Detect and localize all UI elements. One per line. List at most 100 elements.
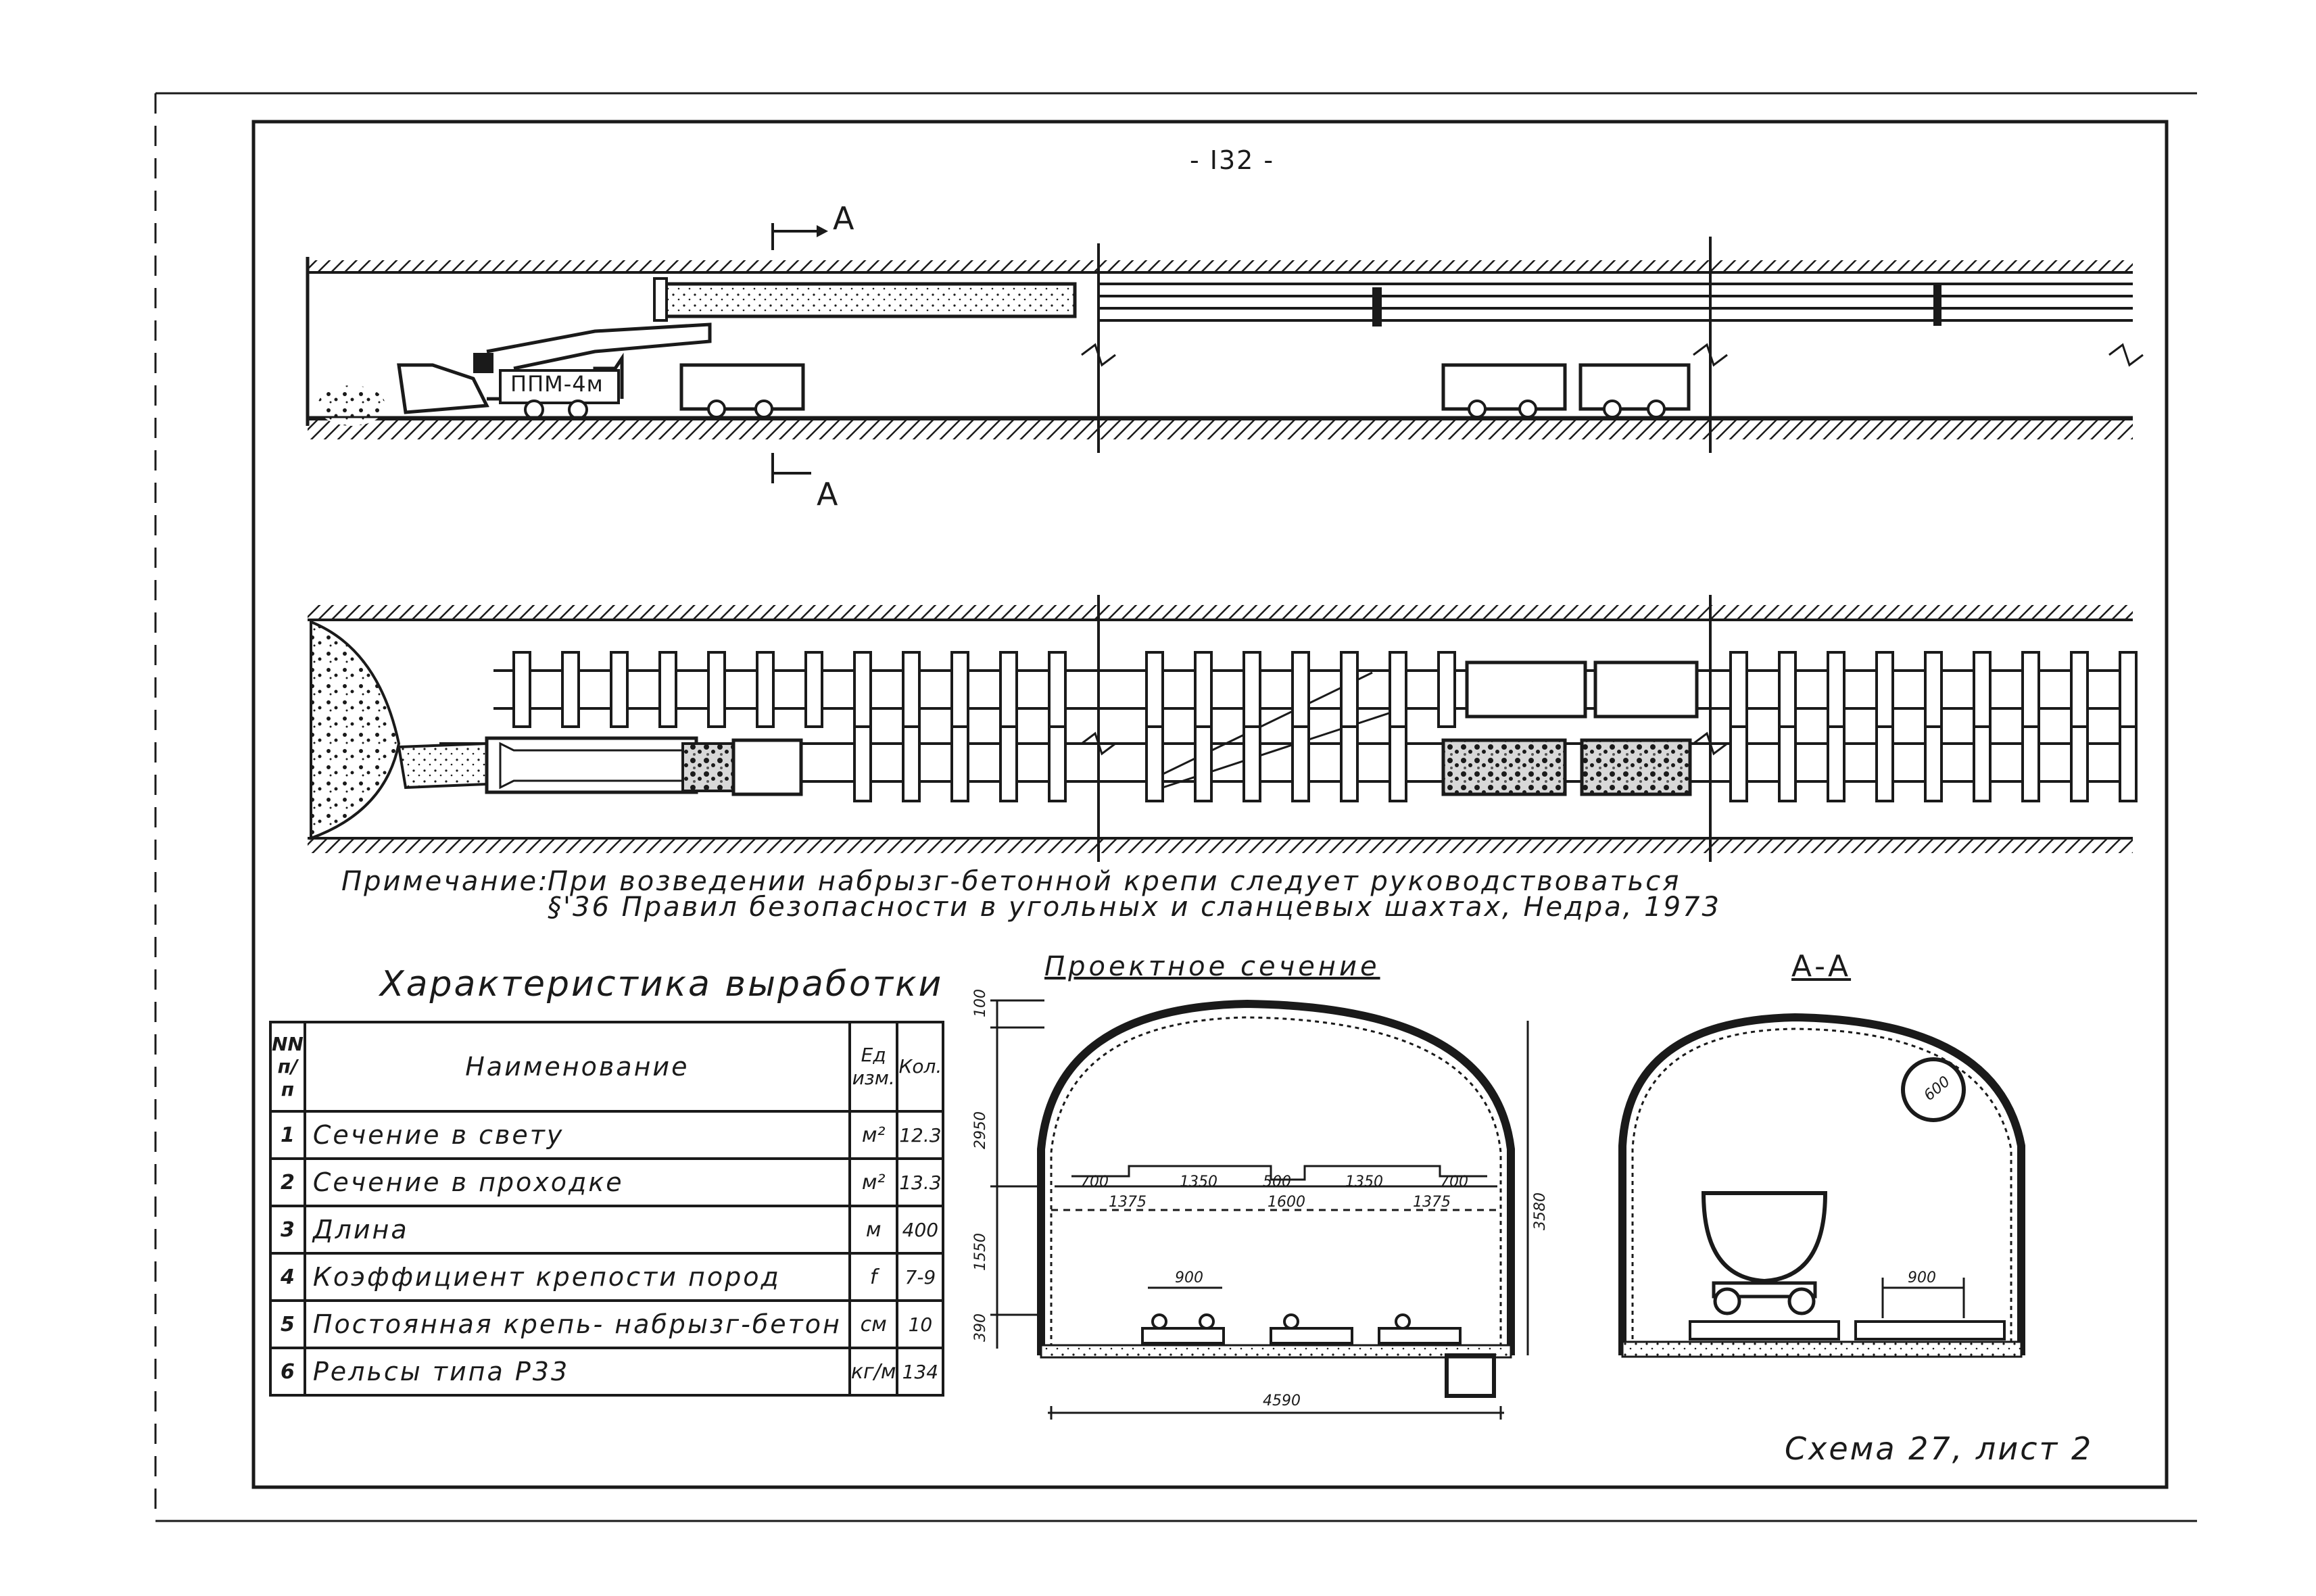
rail-sleeper <box>512 651 531 728</box>
rail-sleeper <box>2119 651 2138 728</box>
row-name: Сечение в проходке <box>303 1157 851 1207</box>
page-number: - I32 - <box>1190 145 1275 175</box>
dim-gauge: 900 <box>1175 1269 1203 1286</box>
rail-sleeper <box>1291 651 1310 728</box>
row-qty: 10 <box>896 1299 945 1349</box>
rail-sleeper <box>1827 725 1845 802</box>
rail-sleeper <box>1194 725 1213 802</box>
rail-sleeper <box>1243 651 1261 728</box>
rail-sleeper <box>561 651 580 728</box>
rail-sleeper <box>1875 651 1894 728</box>
rail-sleeper <box>1340 651 1359 728</box>
dim-right-clear: 700 <box>1440 1174 1468 1190</box>
rail-sleeper <box>853 651 872 728</box>
section-marker-bottom: A <box>817 476 838 512</box>
row-qty: 134 <box>896 1347 945 1397</box>
dim-left-axis: 1375 <box>1109 1194 1147 1211</box>
rail-sleeper <box>1729 651 1748 728</box>
rail-sleeper <box>1389 651 1407 728</box>
note-line-1: При возведении набрызг-бетонной крепи сл… <box>548 866 1681 897</box>
rail-sleeper <box>1778 651 1797 728</box>
row-qty: 12.3 <box>896 1110 945 1160</box>
rail-sleeper <box>2021 725 2040 802</box>
row-unit: f <box>848 1252 899 1302</box>
row-unit: м² <box>848 1110 899 1160</box>
row-qty: 400 <box>896 1205 945 1255</box>
row-qty: 13.3 <box>896 1157 945 1207</box>
rail-sleeper <box>999 725 1018 802</box>
table-title: Характеристика выработки <box>380 964 944 1005</box>
section-marker-top: A <box>833 200 854 237</box>
rail-sleeper <box>853 725 872 802</box>
sheet-frame <box>154 92 2197 1522</box>
rail-sleeper <box>1145 651 1164 728</box>
dim-top: 100 <box>972 989 989 1017</box>
header-qty: Кол. <box>896 1021 945 1113</box>
row-num: 6 <box>269 1347 306 1397</box>
rail-sleeper <box>1048 725 1067 802</box>
rail-sleeper <box>2070 651 2089 728</box>
dim-aa-gauge: 900 <box>1908 1269 1936 1286</box>
table-row: 4 Коэффициент крепости пород f 7-9 <box>269 1252 945 1302</box>
loader-label: ППМ-4м <box>510 371 604 397</box>
rail-sleeper <box>1048 651 1067 728</box>
rail-sleeper <box>1437 651 1456 728</box>
dim-left-clear: 700 <box>1080 1174 1109 1190</box>
rail-sleeper <box>902 651 921 728</box>
rail-sleeper <box>707 651 726 728</box>
rail-sleeper <box>999 651 1018 728</box>
row-name: Сечение в свету <box>303 1110 851 1160</box>
rail-sleeper <box>1973 725 1992 802</box>
rail-sleeper <box>1875 725 1894 802</box>
rail-sleeper <box>1973 651 1992 728</box>
project-section-title: Проектное сечение <box>1044 951 1380 982</box>
row-unit: см <box>848 1299 899 1349</box>
row-name: Рельсы типа Р33 <box>303 1347 851 1397</box>
rail-sleeper <box>1389 725 1407 802</box>
section-aa-title: А-А <box>1791 949 1852 984</box>
rail-sleeper <box>950 651 969 728</box>
row-num: 2 <box>269 1157 306 1207</box>
dim-height-mid: 1550 <box>972 1233 989 1271</box>
header-unit: Ед изм. <box>848 1021 899 1113</box>
header-name: Наименование <box>303 1021 851 1113</box>
table-header-row: NN п/п Наименование Ед изм. Кол. <box>269 1021 945 1113</box>
dim-width: 4590 <box>1263 1393 1301 1409</box>
rail-sleeper <box>804 651 823 728</box>
rail-sleeper <box>2070 725 2089 802</box>
row-name: Длина <box>303 1205 851 1255</box>
rail-sleeper <box>1145 725 1164 802</box>
table-row: 2 Сечение в проходке м² 13.3 <box>269 1157 945 1207</box>
rail-sleeper <box>1827 651 1845 728</box>
rail-sleeper <box>1924 651 1943 728</box>
row-num: 1 <box>269 1110 306 1160</box>
rail-sleeper <box>756 651 775 728</box>
dim-height-bottom: 390 <box>972 1313 989 1342</box>
rail-sleeper <box>902 725 921 802</box>
rail-sleeper <box>1243 725 1261 802</box>
project-cross-section <box>990 999 1529 1420</box>
dim-train-1: 1350 <box>1180 1174 1217 1190</box>
rail-sleeper <box>2119 725 2138 802</box>
row-unit: кг/м <box>848 1347 899 1397</box>
row-qty: 7-9 <box>896 1252 945 1302</box>
table-row: 6 Рельсы типа Р33 кг/м 134 <box>269 1347 945 1397</box>
dim-total-height: 3580 <box>1532 1192 1549 1230</box>
characteristics-table: NN п/п Наименование Ед изм. Кол. 1 Сечен… <box>269 1021 945 1397</box>
row-name: Постоянная крепь- набрызг-бетон <box>303 1299 851 1349</box>
dim-between: 500 <box>1263 1174 1291 1190</box>
rail-sleeper <box>1194 651 1213 728</box>
cross-section-aa <box>1618 1013 2025 1358</box>
dim-height-arch: 2950 <box>972 1111 989 1149</box>
rail-sleeper <box>658 651 677 728</box>
dim-center-axis: 1600 <box>1268 1194 1305 1211</box>
note-line-2: §'36 Правил безопасности в угольных и сл… <box>548 892 1721 923</box>
table-row: 5 Постоянная крепь- набрызг-бетон см 10 <box>269 1299 945 1349</box>
header-num: NN п/п <box>269 1021 306 1113</box>
dim-right-axis: 1375 <box>1413 1194 1451 1211</box>
row-name: Коэффициент крепости пород <box>303 1252 851 1302</box>
dim-train-2: 1350 <box>1345 1174 1383 1190</box>
rail-sleeper <box>2021 651 2040 728</box>
